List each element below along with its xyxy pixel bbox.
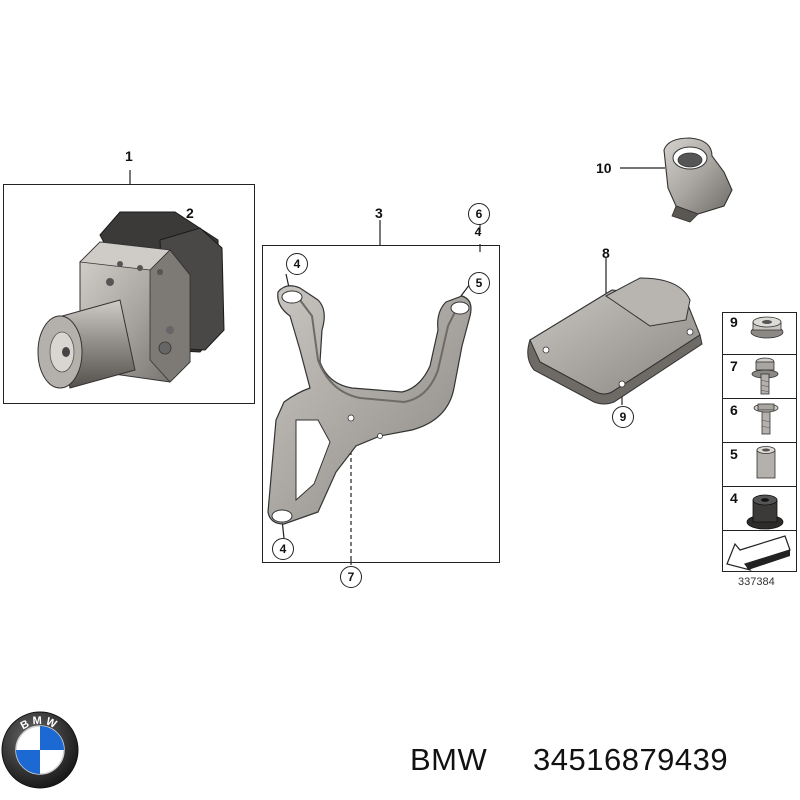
legend-divider [723,398,796,399]
legend-divider [723,530,796,531]
callout-cover-plate: 8 [602,245,610,261]
bracket-illustration [267,285,472,525]
callout-abs-unit: 1 [125,148,133,164]
bmw-logo-text: BMW [19,715,59,733]
footer-brand: BMW [410,742,488,777]
abs-unit-illustration [37,211,225,389]
bolt-icon [753,403,779,435]
arrow-icon [726,535,791,572]
callout-screw-7: 7 [340,566,362,588]
cover-plate-illustration [527,277,703,405]
legend-divider [723,354,796,355]
legend-divider [723,486,796,487]
hardware-legend [722,312,797,572]
legend-icons [726,316,791,572]
legend-label-sleeve: 5 [730,446,738,462]
footer-part-number: 34516879439 [533,742,729,777]
callout-grommet-4: 4 [474,225,482,239]
legend-label-bolt: 6 [730,402,738,418]
svg-text:BMW: BMW [19,715,62,733]
grommet-icon [746,494,784,530]
nut-icon [750,316,784,339]
abs-unit-box [3,184,255,404]
legend-label-nut: 9 [730,314,738,330]
screw-icon [751,357,779,395]
diagram-reference-number: 337384 [738,576,775,588]
callout-bolt-6: 6 [468,203,490,225]
callout-control-module: 2 [186,205,194,221]
callout-sensor: 10 [596,160,612,176]
sleeve-icon [756,446,776,479]
callout-nut-9: 9 [612,406,634,428]
bracket-box [262,245,500,563]
callout-sleeve-5: 5 [468,272,490,294]
callout-bracket: 3 [375,205,383,221]
legend-label-screw: 7 [730,358,738,374]
legend-divider [723,442,796,443]
bmw-logo-icon: BMW [1,711,79,789]
legend-label-grommet: 4 [730,490,738,506]
callout-bracket-bottom-left: 4 [272,538,294,560]
sensor-illustration [663,137,733,223]
callout-bracket-top-left: 4 [286,253,308,275]
